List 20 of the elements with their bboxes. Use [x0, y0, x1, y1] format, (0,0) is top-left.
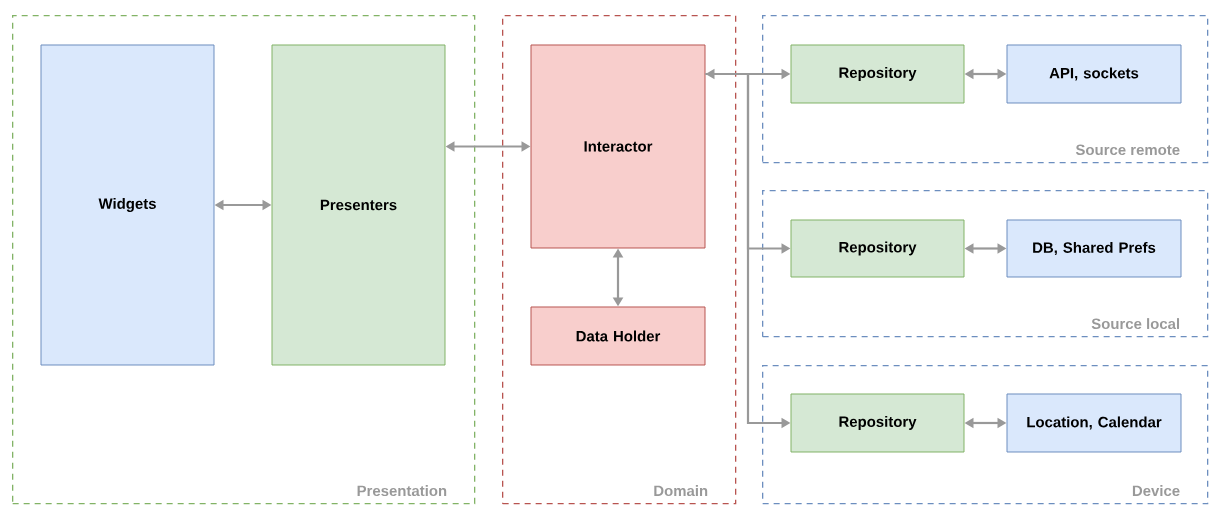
- layer-label: Source local: [1091, 318, 1180, 330]
- component-box: DB, Shared Prefs: [1006, 219, 1182, 278]
- component-box: Repository: [790, 44, 965, 104]
- layer-frame: [762, 190, 1209, 338]
- component-box: Interactor: [530, 44, 706, 249]
- component-box: Data Holder: [530, 306, 706, 366]
- layer-frame: [12, 15, 476, 505]
- component-box: Location, Calendar: [1006, 393, 1182, 453]
- component-box: Presenters: [271, 44, 446, 366]
- component-box: Repository: [790, 219, 965, 278]
- layer-label: Domain: [654, 485, 708, 497]
- layer-frame: [762, 365, 1209, 505]
- layer-label: Device: [1132, 485, 1180, 497]
- component-box: Repository: [790, 393, 965, 453]
- component-box: API, sockets: [1006, 44, 1182, 104]
- layer-frame: [762, 15, 1209, 164]
- layer-frame: [502, 15, 737, 505]
- layer-label: Source remote: [1075, 144, 1180, 156]
- layer-label: Presentation: [357, 485, 447, 497]
- component-box: Widgets: [40, 44, 215, 366]
